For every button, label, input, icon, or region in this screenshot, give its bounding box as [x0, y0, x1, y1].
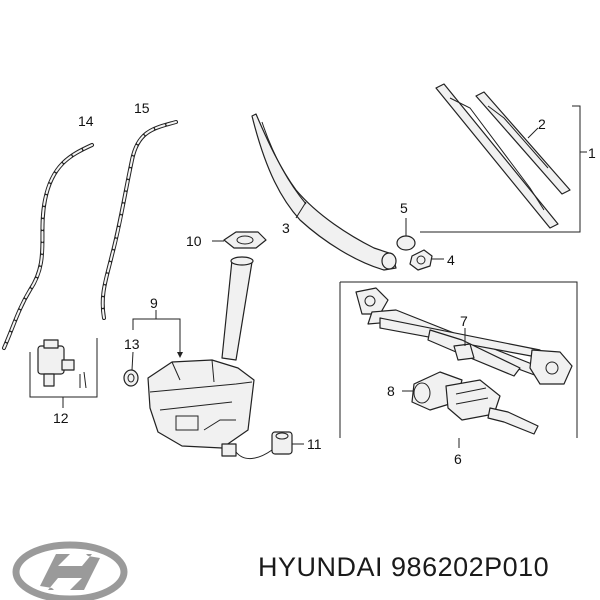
callout-9: 9	[150, 295, 158, 311]
wiper-blade-2	[435, 83, 571, 229]
wiper-arm-3	[251, 113, 397, 271]
washer-pump-12	[37, 339, 87, 389]
callout-15: 15	[134, 100, 150, 116]
callout-6: 6	[454, 451, 462, 467]
brand-name: HYUNDAI	[258, 552, 384, 582]
callout-2: 2	[538, 116, 546, 132]
grommet-13	[123, 369, 139, 387]
callout-7: 7	[460, 313, 468, 329]
level-sensor-11	[221, 431, 293, 459]
washer-hose-15	[100, 120, 178, 320]
part-caption: HYUNDAI 986202P010	[258, 552, 549, 583]
callout-3: 3	[282, 220, 290, 236]
pivot-cap-5	[396, 235, 416, 251]
callout-11: 11	[307, 436, 322, 452]
callout-4: 4	[447, 252, 455, 268]
callout-13: 13	[124, 336, 140, 352]
callout-10: 10	[186, 233, 202, 249]
filler-cap-10	[223, 231, 267, 249]
callout-1: 1	[588, 145, 596, 161]
wiper-linkage-7	[355, 287, 573, 385]
washer-reservoir-9	[147, 256, 255, 449]
part-number: 986202P010	[391, 552, 550, 582]
washer-hose-14	[2, 143, 94, 350]
callout-12: 12	[53, 410, 69, 426]
callout-14: 14	[78, 113, 94, 129]
nut-4	[409, 249, 433, 271]
hyundai-logo-icon	[12, 541, 128, 600]
wiper-motor-8	[411, 371, 539, 435]
callout-8: 8	[387, 383, 395, 399]
callout-5: 5	[400, 200, 408, 216]
